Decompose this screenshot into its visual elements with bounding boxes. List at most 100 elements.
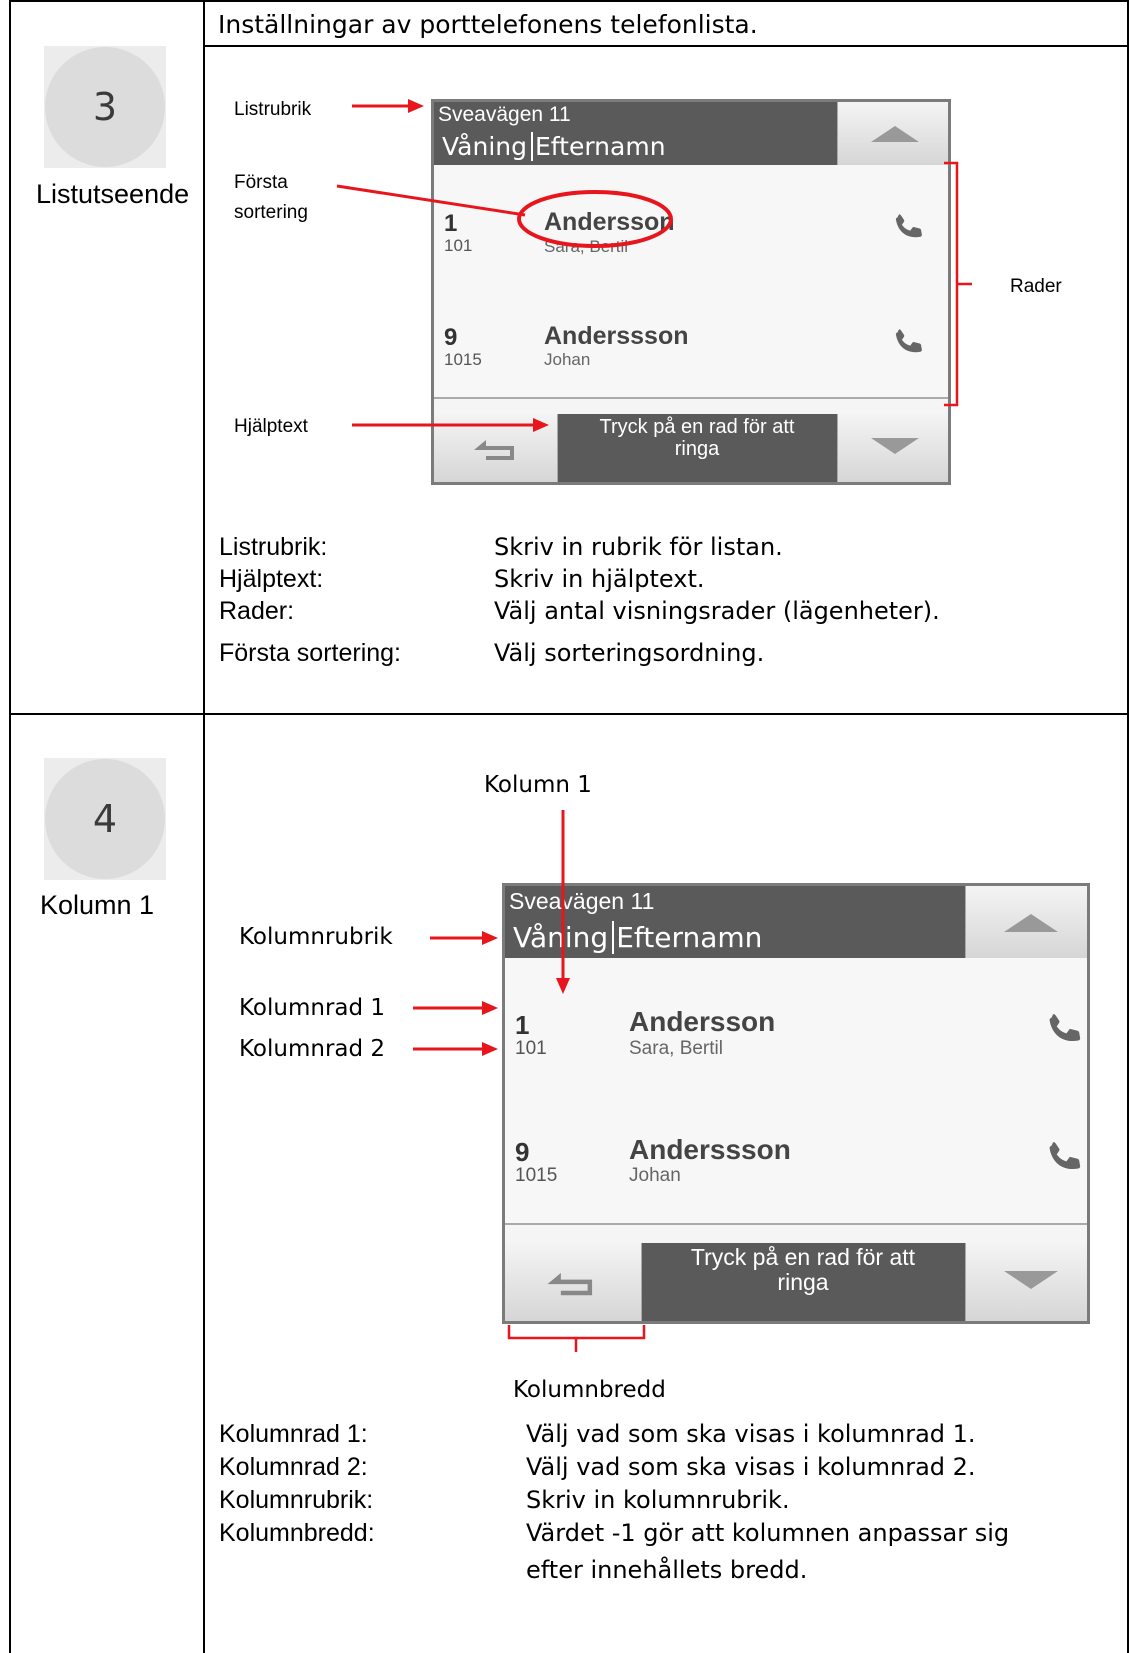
table-row[interactable]: 9 1015 Anderssson Johan — [434, 284, 948, 399]
desc-value: Värdet -1 gör att kolumnen anpassar sig — [526, 1519, 1010, 1547]
arrow-head — [556, 978, 570, 994]
desc-value: Välj antal visningsrader (lägenheter). — [494, 597, 940, 625]
table-border-left — [9, 0, 11, 1653]
list-header-bar: Sveavägen 11 Våning Efternamn — [434, 102, 837, 165]
scroll-up-button[interactable] — [965, 886, 1087, 958]
scroll-down-button[interactable] — [965, 1243, 1087, 1321]
phone-icon — [1049, 1014, 1081, 1042]
table-border-top — [9, 0, 1129, 2]
row-floor: 9 — [444, 324, 458, 351]
back-button[interactable] — [505, 1243, 642, 1321]
desc-label: Kolumnbredd: — [219, 1519, 375, 1547]
list-title: Sveavägen 11 — [509, 888, 655, 914]
row-surname: Anderssson — [629, 1134, 791, 1165]
back-arrow-icon — [474, 440, 514, 460]
row-floor: 1 — [444, 210, 458, 237]
col2-header: Efternamn — [616, 921, 763, 954]
help-text-line1: Tryck på en rad för att — [599, 416, 795, 438]
annotation-column-row1: Kolumnrad 1 — [239, 995, 386, 1021]
phone-icon — [895, 214, 922, 238]
annotation-arrows-section3 — [336, 99, 972, 432]
help-text: Tryck på en rad för att ringa — [557, 417, 837, 459]
table-row[interactable]: 9 1015 Anderssson Johan — [505, 1092, 1087, 1225]
annotation-column-header: Kolumnrubrik — [239, 924, 393, 950]
desc-label: Kolumnrubrik: — [219, 1486, 374, 1514]
annotation-column1: Kolumn 1 — [484, 772, 592, 798]
desc-label: Kolumnrad 1: — [219, 1420, 368, 1448]
help-text: Tryck på en rad för att ringa — [641, 1246, 965, 1294]
col1-header: Våning — [513, 921, 609, 954]
step-title: Listutseende — [36, 179, 190, 209]
scroll-up-button[interactable] — [837, 102, 948, 165]
annotation-rows: Rader — [1010, 276, 1062, 297]
section-divider — [9, 713, 1129, 715]
highlight-ellipse — [517, 190, 673, 248]
column-headers: Våning Efternamn — [442, 132, 666, 161]
desc-value: Skriv in kolumnrubrik. — [526, 1486, 790, 1514]
row-apartment: 1015 — [515, 1165, 558, 1186]
col1-header: Våning — [442, 132, 527, 161]
row-given-names: Johan — [629, 1165, 681, 1186]
step-badge: 4 — [45, 759, 165, 879]
arrow-up-icon — [871, 126, 919, 142]
step-badge: 3 — [45, 47, 165, 167]
arrow-head — [482, 1001, 498, 1015]
row-given-names: Sara, Bertil — [629, 1038, 723, 1059]
row-floor: 1 — [515, 1010, 530, 1040]
arrow-up-icon — [1004, 914, 1058, 932]
desc-label: Rader: — [219, 597, 295, 625]
header-text: Inställningar av porttelefonens telefonl… — [218, 10, 758, 39]
rows-bracket — [944, 161, 972, 407]
desc-label: Hjälptext: — [219, 565, 324, 593]
desc-value: Välj vad som ska visas i kolumnrad 2. — [526, 1453, 976, 1481]
footer-bar: Tryck på en rad för att ringa — [505, 1243, 1087, 1321]
arrow-head — [482, 931, 498, 945]
column-width-bracket — [507, 1325, 646, 1352]
annotation-help-text: Hjälptext — [234, 416, 308, 437]
scroll-down-button[interactable] — [837, 414, 948, 482]
row-apartment: 101 — [444, 236, 473, 255]
row-given-names: Johan — [544, 350, 591, 369]
annotation-column-width: Kolumnbredd — [513, 1377, 666, 1403]
row-surname: Andersson — [629, 1006, 776, 1037]
annotation-first-sort-2: sortering — [234, 202, 308, 223]
row-apartment: 1015 — [444, 350, 482, 369]
row-surname: Anderssson — [544, 322, 689, 350]
line-first-sort — [336, 184, 526, 217]
arrow-head — [482, 1042, 498, 1056]
row-floor: 9 — [515, 1137, 530, 1167]
arrow-down-icon — [871, 438, 919, 454]
step-number: 4 — [92, 797, 118, 841]
desc-label: Kolumnrad 2: — [219, 1453, 368, 1481]
phone-icon — [895, 329, 922, 353]
annotation-first-sort-1: Första — [234, 172, 288, 193]
row-apartment: 101 — [515, 1038, 547, 1059]
phone-icon — [1049, 1142, 1081, 1170]
step-number: 3 — [92, 85, 118, 129]
help-text-line1: Tryck på en rad för att — [690, 1244, 916, 1270]
table-border-right — [1127, 0, 1129, 1653]
desc-value: Skriv in rubrik för listan. — [494, 533, 783, 561]
step-title: Kolumn 1 — [40, 890, 155, 920]
desc-value: Välj vad som ska visas i kolumnrad 1. — [526, 1420, 976, 1448]
desc-label: Första sortering: — [219, 639, 402, 667]
desc-label: Listrubrik: — [219, 533, 328, 561]
row-surname: Andersson — [544, 208, 675, 236]
desc-value: Skriv in hjälptext. — [494, 565, 705, 593]
annotation-column-row2: Kolumnrad 2 — [239, 1036, 386, 1062]
col2-header: Efternamn — [535, 132, 666, 161]
help-text-line2: ringa — [777, 1269, 829, 1295]
table-column-divider — [203, 0, 205, 1653]
annotation-list-header: Listrubrik — [234, 99, 312, 120]
arrow-head — [533, 418, 549, 432]
arrow-head — [408, 99, 424, 113]
back-arrow-icon — [547, 1272, 593, 1296]
desc-value: Välj sorteringsordning. — [494, 639, 765, 667]
list-title: Sveavägen 11 — [438, 103, 571, 126]
desc-value: efter innehållets bredd. — [526, 1556, 808, 1584]
help-text-line2: ringa — [674, 438, 720, 460]
